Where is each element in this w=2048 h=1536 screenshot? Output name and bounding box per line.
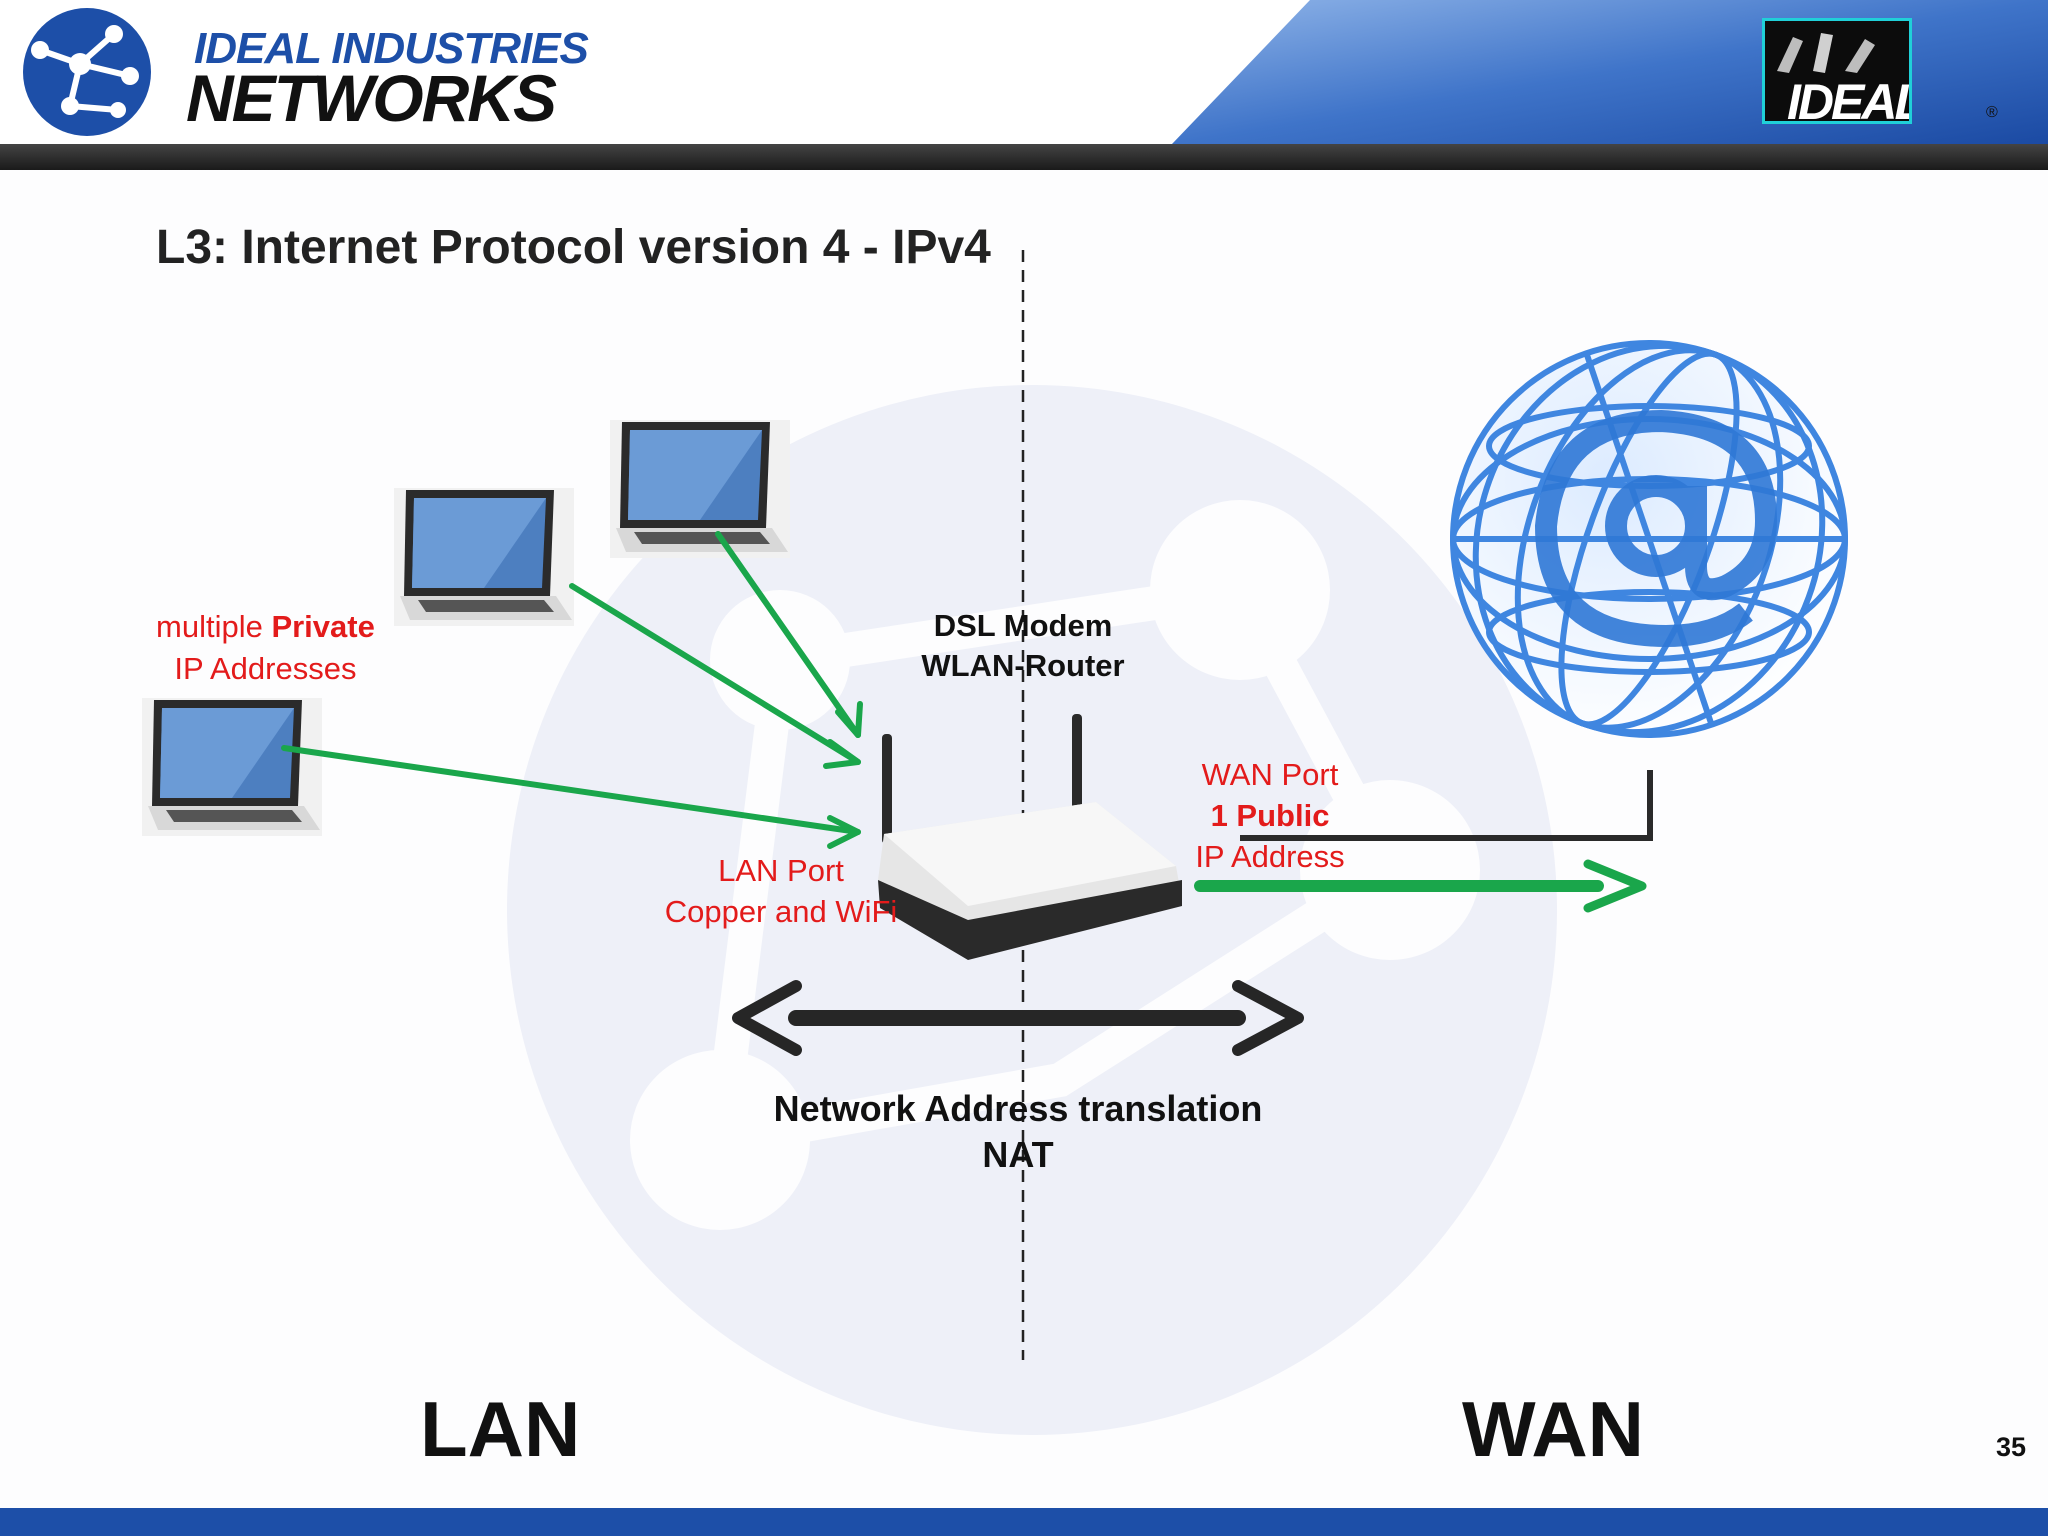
company-name-line1: IDEAL INDUSTRIES	[194, 24, 589, 73]
device-label-line1: DSL Modem	[933, 608, 1113, 643]
private-ip-line2: IP Addresses	[174, 651, 357, 686]
wan-port-line1: WAN Port	[1201, 757, 1339, 792]
ideal-brand-mark-icon	[1777, 33, 1875, 73]
private-ip-prefix: multiple	[156, 609, 272, 644]
nat-label-line1: Network Address translation	[773, 1088, 1263, 1129]
wan-public-count: 1 Public	[1210, 798, 1330, 833]
laptop-icon	[394, 488, 574, 626]
footer-bar	[0, 1508, 2048, 1536]
wan-zone-label: WAN	[1462, 1385, 1644, 1473]
laptop2-link-arrow	[569, 583, 861, 765]
device-label: DSL Modem WLAN-Router	[890, 606, 1156, 686]
wan-ip-line: IP Address	[1195, 839, 1345, 874]
nat-label: Network Address translation NAT	[718, 1086, 1318, 1178]
router-icon	[878, 714, 1182, 960]
ideal-brand-text: IDEAL	[1787, 74, 1912, 124]
lan-media-line: Copper and WiFi	[664, 894, 898, 929]
network-logo-icon	[23, 8, 151, 136]
device-label-line2: WLAN-Router	[921, 648, 1125, 683]
laptop-icon	[142, 698, 322, 836]
private-ip-label: multiple Private IP Addresses	[156, 606, 375, 690]
lan-port-label: LAN Port Copper and WiFi	[640, 850, 922, 932]
lan-port-line1: LAN Port	[718, 853, 844, 888]
header: IDEAL INDUSTRIES NETWORKS IDEAL ®	[0, 0, 2048, 170]
ideal-brand-logo: IDEAL	[1762, 18, 1912, 124]
nat-double-arrow	[732, 980, 1304, 1056]
wan-port-label: WAN Port 1 Public IP Address	[1170, 754, 1370, 877]
laptop-icon	[610, 420, 790, 558]
company-name-line2: NETWORKS	[186, 61, 557, 135]
page-number: 35	[1996, 1432, 2027, 1462]
lan-zone-label: LAN	[420, 1385, 581, 1473]
registered-mark: ®	[1986, 104, 1998, 121]
slide-title: L3: Internet Protocol version 4 - IPv4	[156, 221, 991, 274]
lan-wan-divider	[1021, 250, 1025, 1360]
wan-bracket	[1240, 770, 1653, 841]
laptop1-link-arrow	[715, 531, 861, 738]
private-ip-bold: Private	[271, 609, 375, 644]
internet-globe-icon	[1450, 340, 1848, 738]
laptop3-link-arrow	[281, 745, 861, 835]
nat-label-line2: NAT	[982, 1134, 1054, 1175]
